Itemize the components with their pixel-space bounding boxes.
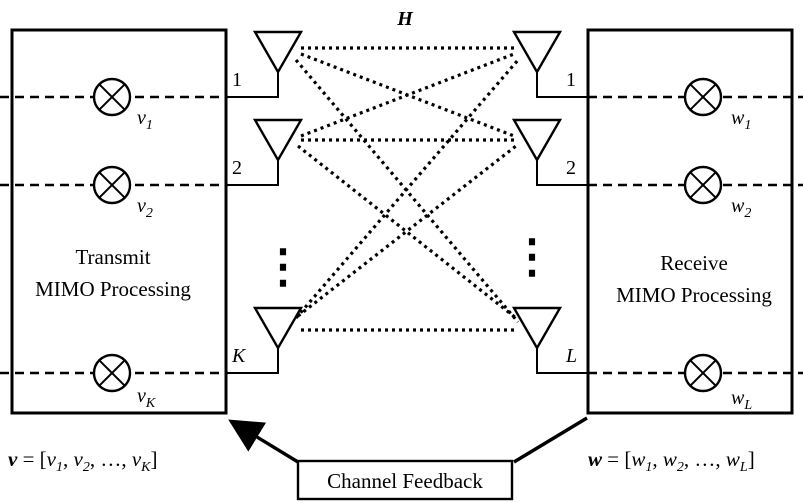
receive-feed-1 [536, 72, 588, 98]
channel-links [294, 46, 520, 332]
receive-title-line2: MIMO Processing [616, 283, 772, 307]
multiplier-icon [92, 165, 132, 205]
transmit-weight-vector: v = [v1, v2, …, vK] [8, 447, 158, 475]
transmit-title-line2: MIMO Processing [35, 277, 191, 301]
transmit-feed-2 [226, 160, 279, 186]
transmit-weight-2: v2 [137, 195, 153, 221]
transmit-feed-k [226, 348, 279, 374]
feedback-arrow-in [513, 416, 588, 464]
channel-link [300, 52, 515, 138]
transmit-antenna-label-2: 2 [232, 157, 242, 179]
transmit-antenna-label-k: K [231, 345, 247, 367]
receive-weight-l: wL [731, 387, 752, 413]
channel-feedback-box [296, 459, 514, 501]
multiplier-icon [92, 353, 132, 393]
receive-antenna-label-2: 2 [566, 157, 576, 179]
transmit-weight-k: vK [137, 385, 156, 411]
channel-feedback-label: Channel Feedback [327, 469, 483, 493]
antenna-icon [511, 118, 563, 163]
receive-title-line1: Receive [660, 251, 728, 275]
antenna-icon [511, 30, 563, 75]
transmit-antennas [226, 30, 304, 374]
antenna-icon [511, 306, 563, 351]
channel-matrix-label: H [396, 8, 414, 30]
receive-feed-2 [536, 160, 588, 186]
receive-weight-vector: w = [w1, w2, …, wL] [588, 447, 755, 475]
transmit-feed-1 [226, 72, 279, 98]
antenna-icon [252, 118, 304, 163]
receive-antenna-label-1: 1 [566, 69, 576, 91]
multiplier-icon [683, 353, 723, 393]
transmit-title-line1: Transmit [75, 245, 150, 269]
receive-ellipsis: ⋮ [509, 231, 555, 282]
channel-link [294, 58, 520, 320]
receive-weight-1: w1 [731, 107, 751, 133]
channel-link [294, 58, 520, 324]
receive-weight-2: w2 [731, 195, 751, 221]
transmit-antenna-label-1: 1 [232, 69, 242, 91]
multiplier-icon [92, 77, 132, 117]
multiplier-icon [683, 165, 723, 205]
transmit-weight-1: v1 [137, 107, 153, 133]
transmit-ellipsis: ⋮ [260, 241, 306, 292]
receive-feed-l [536, 348, 588, 374]
antenna-icon [252, 30, 304, 75]
channel-link [297, 144, 517, 320]
channel-link [297, 144, 517, 318]
receive-antennas [511, 30, 588, 374]
receive-antenna-label-l: L [565, 345, 577, 367]
feedback-arrow-out [228, 419, 299, 464]
multiplier-icon [683, 77, 723, 117]
antenna-icon [252, 306, 304, 351]
